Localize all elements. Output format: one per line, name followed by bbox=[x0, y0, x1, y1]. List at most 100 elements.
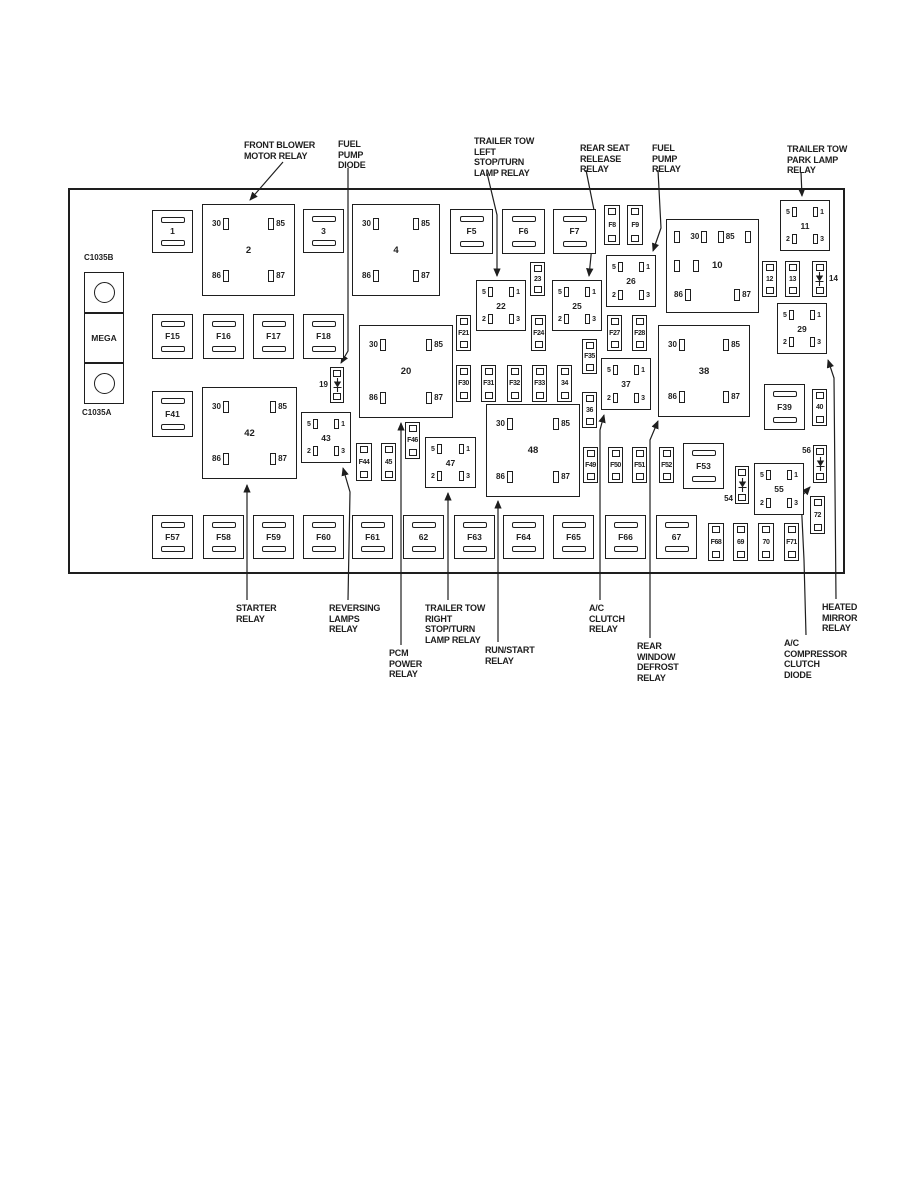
pin-label: 86 bbox=[668, 392, 677, 401]
blade-icon bbox=[372, 270, 379, 282]
fuse-blade-slot-icon bbox=[360, 522, 385, 528]
pin-2: 2 bbox=[307, 446, 318, 456]
connector-bottom-label: C1035A bbox=[82, 408, 112, 417]
blade-icon bbox=[222, 218, 229, 230]
fuse-blade-slot-icon bbox=[411, 546, 436, 552]
callout-ac-clutch-relay: A/C CLUTCH RELAY bbox=[589, 603, 625, 634]
fuse-F30: F30 bbox=[456, 365, 471, 402]
pin-label: 5 bbox=[558, 288, 562, 296]
pin-3: 3 bbox=[810, 337, 821, 347]
fuse-terminal-icon bbox=[631, 208, 639, 215]
blade-icon bbox=[334, 419, 340, 429]
fuse-F21: F21 bbox=[456, 315, 471, 351]
fuse-terminal-icon bbox=[510, 392, 519, 399]
fuse-id: 1 bbox=[170, 226, 175, 237]
pin-85: 85 bbox=[413, 218, 430, 230]
fuse-terminal-icon bbox=[815, 287, 824, 294]
pin-3: 3 bbox=[787, 498, 798, 508]
relay-id: 55 bbox=[774, 484, 784, 494]
fuse-id: F24 bbox=[533, 329, 544, 337]
fuse-terminal-icon bbox=[610, 341, 619, 348]
blade-icon bbox=[436, 471, 442, 481]
blade-icon bbox=[563, 287, 569, 297]
pin-5: 5 bbox=[431, 444, 442, 454]
pin-5: 5 bbox=[786, 207, 797, 217]
fuse-id: 69 bbox=[737, 538, 744, 546]
relay-id: 4 bbox=[393, 244, 399, 256]
pin-label: 30 bbox=[362, 219, 371, 228]
pin-label: 5 bbox=[307, 420, 311, 428]
blade-icon bbox=[459, 444, 465, 454]
fuse-blade-slot-icon bbox=[160, 424, 185, 430]
fuse-72: 72 bbox=[810, 496, 825, 534]
pin-86: 86 bbox=[212, 270, 229, 282]
diode-icon bbox=[737, 478, 748, 492]
fuse-id: F32 bbox=[509, 380, 520, 387]
blade-icon bbox=[678, 391, 685, 403]
pin-label: 2 bbox=[558, 315, 562, 323]
blade-icon bbox=[459, 471, 465, 481]
diode-19: 19 bbox=[319, 367, 344, 403]
fuse-id: F58 bbox=[216, 531, 231, 542]
fuse-id: 13 bbox=[789, 275, 796, 283]
stud-hole-icon bbox=[93, 373, 115, 394]
fuse-box-outline bbox=[68, 188, 845, 574]
fuse-terminal-icon bbox=[586, 450, 595, 457]
pin-2: 2 bbox=[558, 314, 569, 324]
blade-icon bbox=[553, 418, 560, 430]
callout-arrow-reversing-lamps-relay bbox=[341, 467, 351, 601]
fuse-terminal-icon bbox=[738, 469, 746, 476]
fuse-F18: F18 bbox=[303, 314, 344, 359]
pin-label: 5 bbox=[431, 445, 435, 453]
fuse-blade-slot-icon bbox=[311, 522, 336, 528]
fuse-blade-slot-icon bbox=[613, 522, 638, 528]
blade-icon bbox=[268, 270, 275, 282]
pin-label: 87 bbox=[434, 393, 443, 402]
blade-icon bbox=[506, 471, 513, 483]
pin-2: 2 bbox=[612, 290, 623, 300]
pin-label: 5 bbox=[607, 366, 611, 374]
pin-label: 3 bbox=[794, 499, 798, 507]
pin-30: 30 bbox=[668, 339, 685, 351]
diode-14: 14 bbox=[812, 261, 838, 297]
connector-c1035b bbox=[84, 272, 124, 313]
fuse-terminal-icon bbox=[408, 425, 417, 432]
relay-id: 47 bbox=[445, 457, 456, 468]
blade-icon bbox=[684, 289, 691, 301]
callout-trailer-tow-right-stop-turn-lamp-relay: TRAILER TOW RIGHT STOP/TURN LAMP RELAY bbox=[425, 603, 486, 645]
fuse-F41: F41 bbox=[152, 391, 193, 437]
relay-id: 29 bbox=[797, 323, 807, 334]
blade-icon bbox=[436, 444, 442, 454]
pin-label: 3 bbox=[817, 338, 821, 346]
fuse-blade-slot-icon bbox=[411, 522, 436, 528]
fuse-terminal-icon bbox=[459, 392, 468, 399]
fuse-id: F59 bbox=[266, 531, 281, 542]
fuse-F28: F28 bbox=[632, 315, 647, 351]
blade-icon bbox=[612, 365, 618, 375]
fuse-F66: F66 bbox=[605, 515, 646, 559]
pin-5: 5 bbox=[307, 419, 318, 429]
pin-5: 5 bbox=[558, 287, 569, 297]
fuse-terminal-icon bbox=[459, 341, 468, 348]
fuse-id: F30 bbox=[458, 380, 469, 387]
blade-icon bbox=[639, 262, 645, 272]
blade-icon bbox=[810, 337, 816, 347]
callout-arrow-trailer-tow-left-stop-turn-lamp-relay bbox=[486, 172, 501, 277]
fuse-blade-slot-icon bbox=[160, 522, 185, 528]
fuse-terminal-icon bbox=[635, 318, 644, 325]
fuse-id: 34 bbox=[561, 380, 568, 387]
fuse-blade-slot-icon bbox=[664, 546, 689, 552]
fuse-terminal-icon bbox=[535, 368, 544, 375]
pin-30: 30 bbox=[212, 218, 229, 230]
pin-87: 87 bbox=[734, 289, 751, 301]
fuse-blade-slot-icon bbox=[562, 216, 587, 222]
pin-label: 1 bbox=[592, 288, 596, 296]
pin-1: 1 bbox=[787, 470, 798, 480]
fuse-terminal-icon bbox=[762, 526, 770, 533]
